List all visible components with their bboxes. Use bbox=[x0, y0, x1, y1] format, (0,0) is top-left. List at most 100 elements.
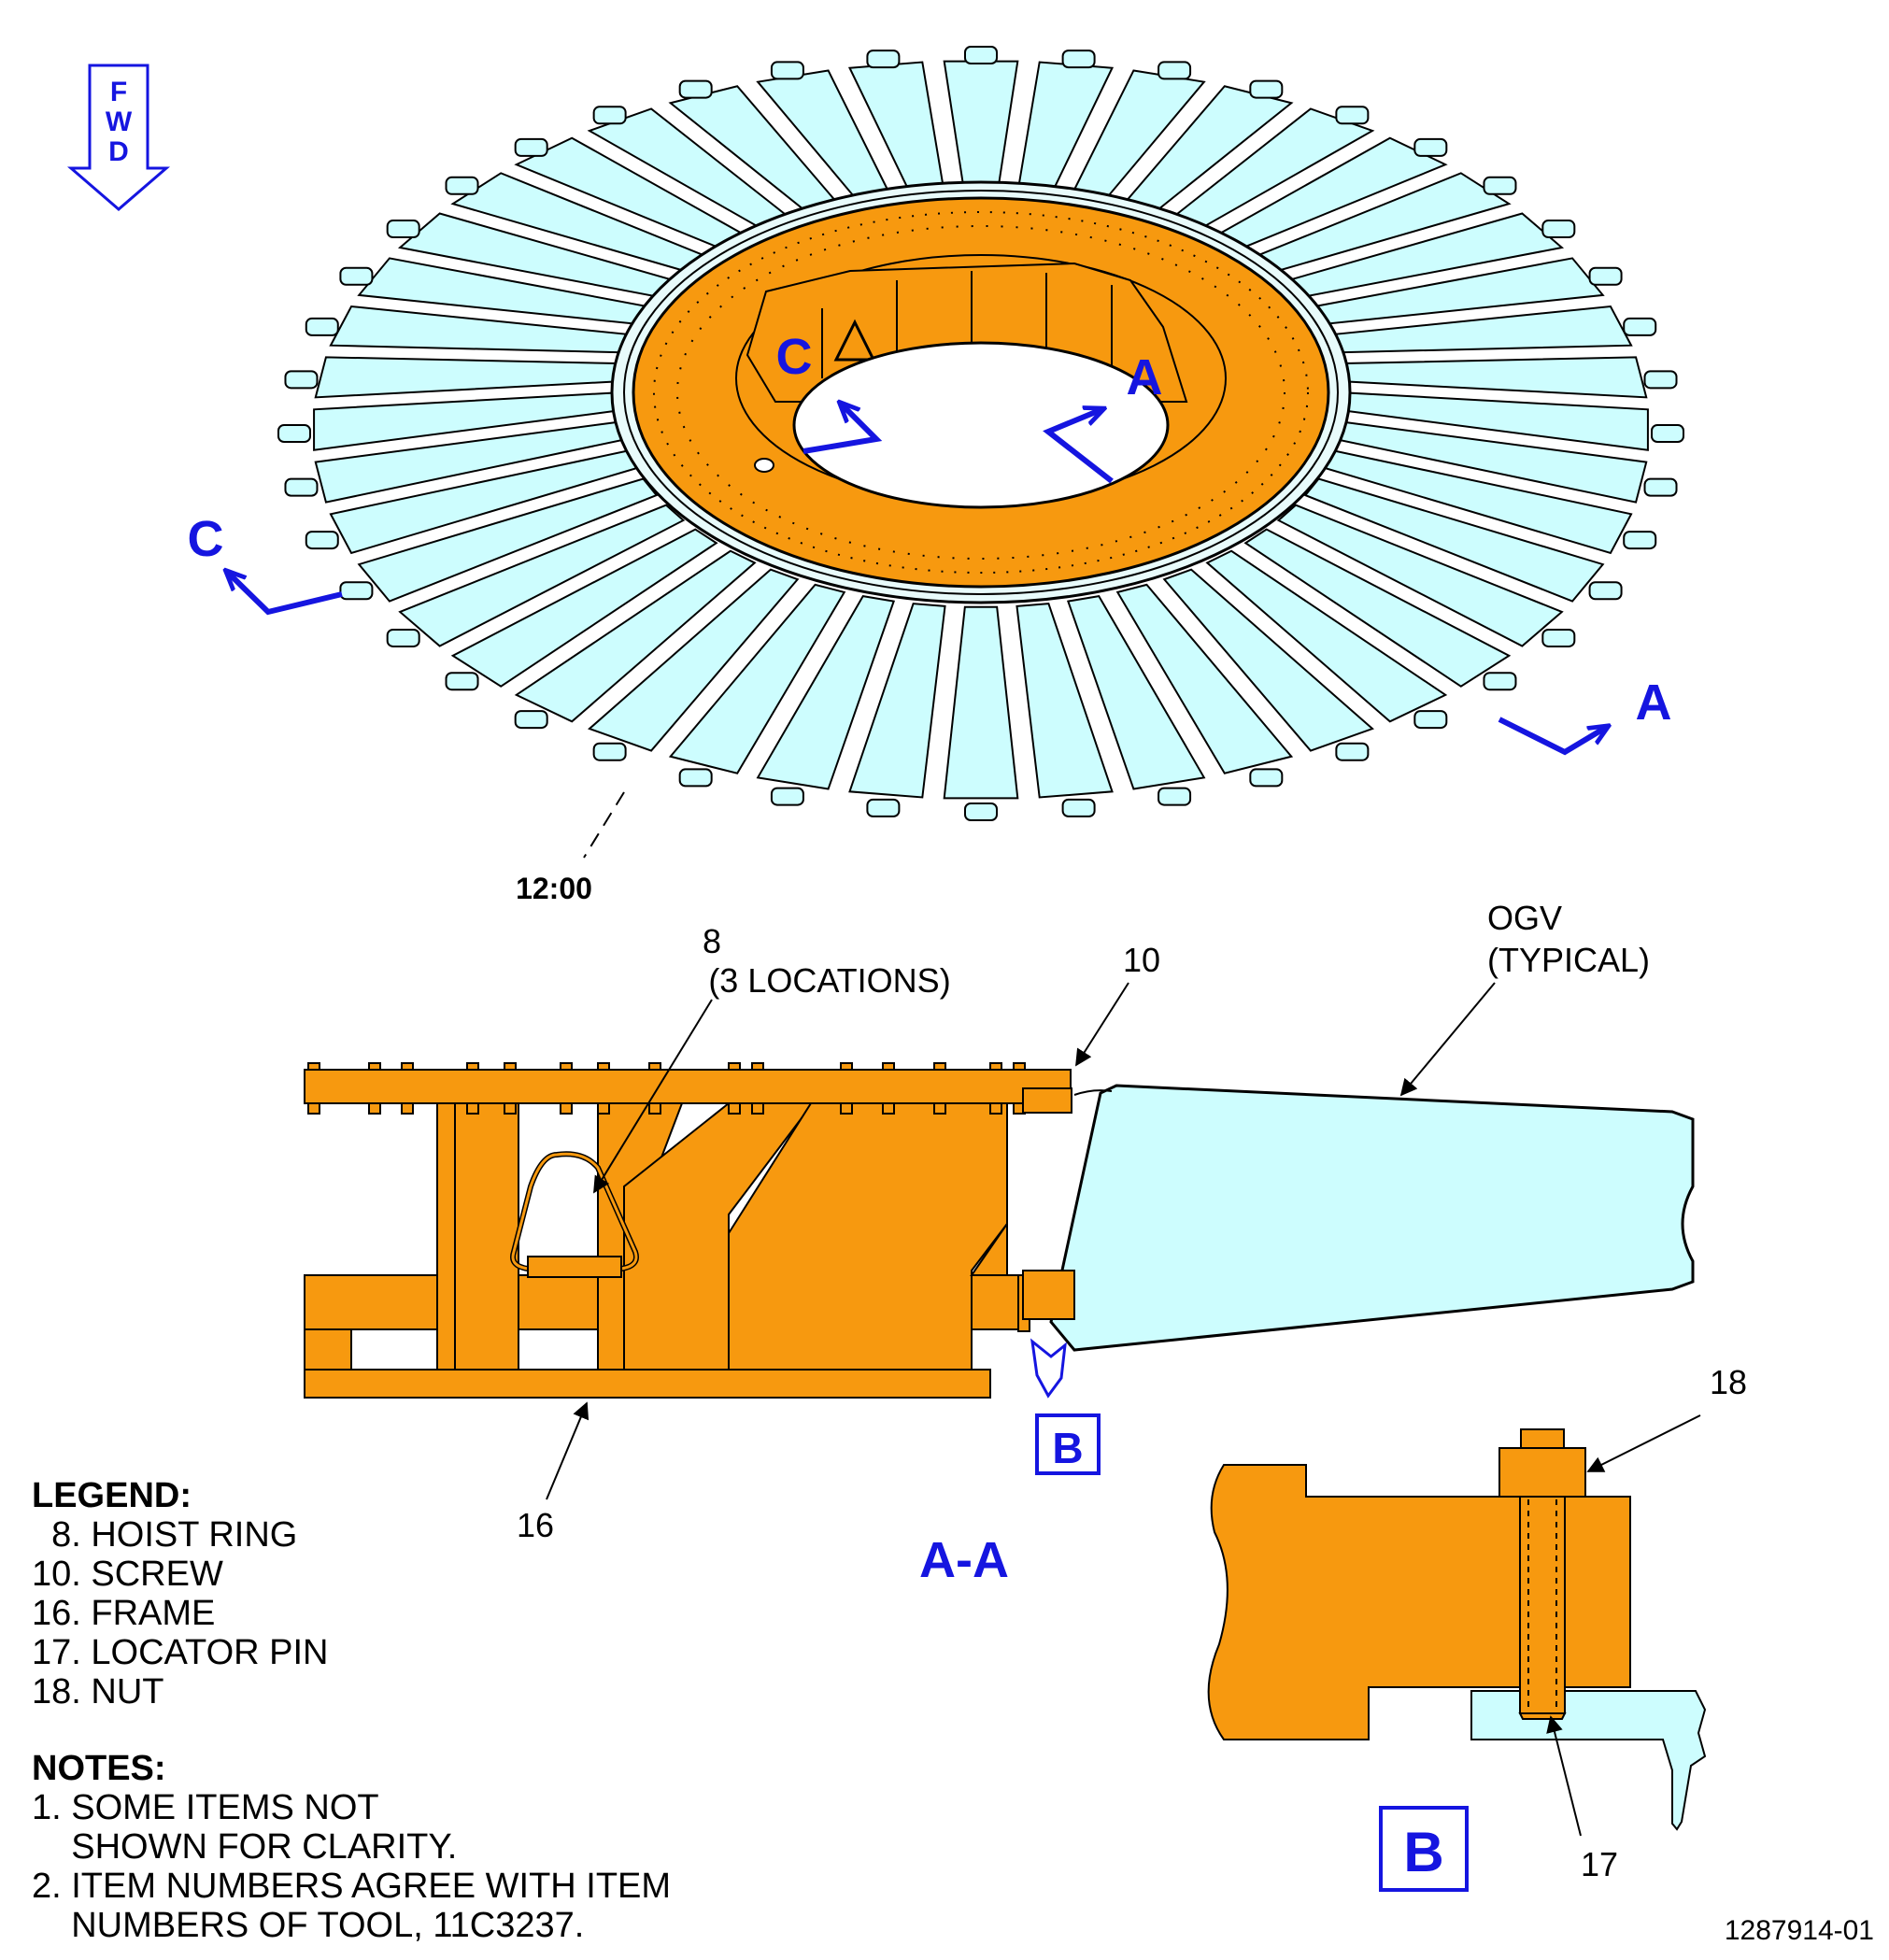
vane-mount-foot bbox=[1623, 531, 1657, 550]
vane-mount-foot bbox=[1158, 787, 1192, 806]
legend-item: 8. HOIST RING bbox=[32, 1515, 298, 1555]
section-a-arrow-inner bbox=[1043, 409, 1114, 484]
section-a-label-inner: A bbox=[1127, 349, 1163, 405]
center-opening bbox=[792, 341, 1170, 509]
frame-stud bbox=[989, 1062, 1002, 1071]
vane-mount-foot bbox=[1413, 137, 1448, 157]
ogv-vane bbox=[1205, 549, 1448, 723]
ogv-vane bbox=[1276, 504, 1564, 647]
ogv-vane bbox=[1115, 583, 1294, 774]
vane-mount-foot bbox=[1588, 266, 1623, 286]
legend-heading: LEGEND: bbox=[32, 1476, 192, 1515]
vane-mount-foot bbox=[339, 266, 374, 286]
vane-mount-foot bbox=[1335, 742, 1370, 761]
ogv-callout: OGV bbox=[1487, 899, 1562, 937]
detail-b-marker-box bbox=[1035, 1413, 1101, 1475]
frame-stud bbox=[504, 1062, 517, 1071]
frame-stud bbox=[648, 1102, 661, 1115]
vane-mount-foot bbox=[964, 46, 998, 64]
frame-fasteners bbox=[307, 1062, 1026, 1115]
ogv-vane bbox=[1162, 568, 1374, 752]
frame-stud bbox=[504, 1102, 517, 1115]
vane-mount-foot bbox=[339, 581, 374, 601]
note-line: NUMBERS OF TOOL, 11C3237. bbox=[32, 1906, 585, 1945]
legend-item: 10. SCREW bbox=[32, 1555, 223, 1594]
frame-stud bbox=[307, 1102, 320, 1115]
ogv-vane bbox=[514, 549, 757, 723]
vane-mount-foot bbox=[1249, 768, 1284, 788]
frame-stud bbox=[882, 1102, 895, 1115]
vane-mount-foot bbox=[514, 137, 548, 157]
vane-mount-foot bbox=[1413, 710, 1448, 730]
clock-reference-line bbox=[583, 791, 625, 859]
hoist-ring-callout: 8 bbox=[703, 922, 721, 960]
ogv-vane bbox=[943, 605, 1019, 800]
notes-heading: NOTES: bbox=[32, 1749, 166, 1788]
locator-pin-callout: 17 bbox=[1581, 1845, 1618, 1883]
fwd-letter: W bbox=[106, 107, 133, 137]
frame-stud bbox=[751, 1062, 764, 1071]
vane-mount-foot bbox=[678, 768, 713, 788]
top-view: C C A A 12:00 bbox=[188, 46, 1684, 905]
section-c-label: C bbox=[188, 511, 224, 567]
vane-mount-foot bbox=[866, 798, 901, 817]
ogv-vane bbox=[398, 504, 686, 647]
vane-mount-foot bbox=[866, 50, 901, 69]
section-a-label: A bbox=[1636, 675, 1672, 731]
frame-callout: 16 bbox=[517, 1506, 554, 1544]
detail-b-title-box bbox=[1379, 1806, 1469, 1892]
vane-mount-foot bbox=[1643, 477, 1678, 497]
vane-mount-foot bbox=[770, 787, 804, 806]
legend-item: 16. FRAME bbox=[32, 1594, 216, 1633]
frame-stud bbox=[933, 1062, 946, 1071]
ogv-vane bbox=[1337, 356, 1648, 399]
nut-detail bbox=[1498, 1447, 1586, 1498]
nut-callout: 18 bbox=[1710, 1363, 1747, 1401]
vane-mount-foot bbox=[1158, 61, 1192, 80]
ogv-vane bbox=[668, 583, 846, 774]
vane-mount-foot bbox=[592, 742, 627, 761]
frame-stud bbox=[882, 1062, 895, 1071]
frame-stud bbox=[597, 1062, 610, 1071]
detail-b-marker: B bbox=[1052, 1424, 1083, 1472]
frame-stud bbox=[989, 1102, 1002, 1115]
clock-label: 12:00 bbox=[516, 872, 592, 905]
legend-item: 18. NUT bbox=[32, 1672, 164, 1711]
ogv-vane bbox=[848, 603, 946, 799]
screw-upper bbox=[1022, 1087, 1072, 1114]
vane-mount-foot bbox=[1643, 370, 1678, 390]
ogv-vane bbox=[1016, 603, 1114, 799]
vane-mount-foot bbox=[1335, 106, 1370, 125]
section-c-label-inner: C bbox=[776, 329, 813, 385]
frame-stud bbox=[933, 1102, 946, 1115]
vane-mount-foot bbox=[386, 220, 420, 239]
ogv-flange-detail bbox=[1470, 1690, 1707, 1831]
ogv-vane bbox=[756, 595, 896, 790]
vane-mount-foot bbox=[386, 628, 420, 647]
vane-mount-foot bbox=[1249, 79, 1284, 99]
vane-mount-foot bbox=[1061, 798, 1096, 817]
vane-mount-foot bbox=[1483, 176, 1517, 195]
frame-stud bbox=[466, 1102, 479, 1115]
fwd-letter: F bbox=[110, 77, 127, 107]
vane-mount-foot bbox=[1623, 317, 1657, 336]
vane-mount-foot bbox=[305, 531, 339, 550]
vane-mount-foot bbox=[1061, 50, 1096, 69]
vane-mount-foot bbox=[770, 61, 804, 80]
vane-mount-foot bbox=[592, 106, 627, 125]
vane-mount-foot bbox=[1483, 672, 1517, 691]
ogv-callout-note: (TYPICAL) bbox=[1487, 941, 1650, 979]
locator-pin-detail bbox=[1519, 1496, 1566, 1714]
detail-b-title: B bbox=[1403, 1821, 1443, 1883]
note-line: 1. SOME ITEMS NOT bbox=[32, 1788, 379, 1827]
frame-stud bbox=[648, 1062, 661, 1071]
hoist-ring-top bbox=[833, 319, 876, 362]
ogv-vane bbox=[943, 60, 1019, 198]
frame-stud bbox=[751, 1102, 764, 1115]
vane-mount-foot bbox=[445, 176, 479, 195]
vane-mount-foot bbox=[1651, 424, 1684, 443]
screw-callout: 10 bbox=[1123, 941, 1160, 979]
ogv-vane bbox=[1243, 528, 1512, 688]
frame-stud bbox=[597, 1102, 610, 1115]
vane-mount-foot bbox=[678, 79, 713, 99]
